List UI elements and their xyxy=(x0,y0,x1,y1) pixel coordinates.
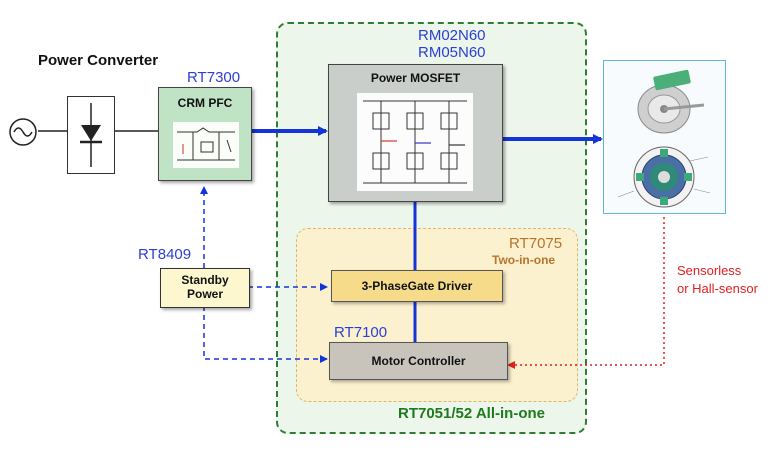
power-mosfet-title: Power MOSFET xyxy=(370,71,461,85)
power-mosfet-box: Power MOSFET xyxy=(328,64,503,202)
standby-power-box: Standby Power xyxy=(160,268,250,308)
gate-driver-box: 3-PhaseGate Driver xyxy=(331,270,503,302)
crm-pfc-title: CRM PFC xyxy=(177,96,233,110)
two-in-one-label: Two-in-one xyxy=(492,253,556,267)
all-in-one-label: RT7051/52 All-in-one xyxy=(398,405,545,422)
standby-power-line1: Standby xyxy=(181,273,229,287)
pfc-schematic-icon xyxy=(173,122,239,168)
ac-source-icon xyxy=(9,118,37,146)
motor-controller-title: Motor Controller xyxy=(371,354,466,368)
crm-pfc-box: CRM PFC xyxy=(158,87,252,181)
standby-power-line2: Power xyxy=(186,287,223,301)
gate-driver-title: 3-PhaseGate Driver xyxy=(361,279,473,293)
sensor-label-line2: or Hall-sensor xyxy=(677,281,758,296)
mosfet-bridge-schematic-icon xyxy=(357,93,473,191)
rm02n60-label: RM02N60 xyxy=(418,27,486,44)
bldc-motor-box xyxy=(603,60,726,214)
power-converter-label: Power Converter xyxy=(38,52,159,69)
rm05n60-label: RM05N60 xyxy=(418,44,486,61)
bldc-motor-icon xyxy=(617,69,711,208)
motor-controller-box: Motor Controller xyxy=(329,342,508,380)
rectifier-diode-icon xyxy=(80,103,102,167)
rt7075-label: RT7075 xyxy=(509,235,563,252)
standby-to-controller-dashed xyxy=(203,306,328,363)
rt8409-label: RT8409 xyxy=(138,246,192,263)
rectifier-box xyxy=(67,96,115,174)
rt7100-label: RT7100 xyxy=(334,324,388,341)
sensor-feedback-dotted xyxy=(507,212,665,369)
sensor-label-line1: Sensorless xyxy=(677,263,742,278)
rt7300-label: RT7300 xyxy=(187,69,241,86)
